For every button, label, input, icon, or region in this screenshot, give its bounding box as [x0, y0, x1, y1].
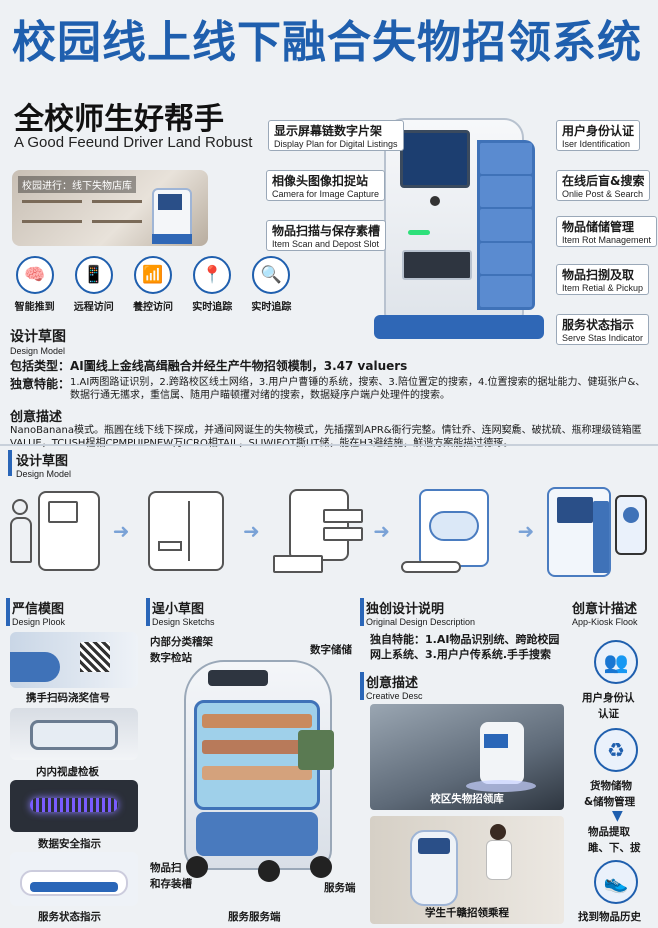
- robot-cutaway: [178, 660, 338, 890]
- design-title: 设计草图: [10, 329, 66, 345]
- panel-d-step: &储物管理: [584, 796, 636, 808]
- feature-label: 養控访问: [133, 302, 173, 313]
- panel-d-step: 货物储物: [590, 780, 632, 792]
- sketch-person-kiosk: [8, 481, 104, 581]
- store-photo: 校园进行：线下失物店库: [12, 170, 208, 246]
- kiosk-base: [374, 315, 544, 339]
- callout-camera: 相像头图像扣捉站 Camera for Image Capture: [266, 170, 386, 201]
- creative-title: 创意描述: [10, 410, 63, 425]
- panel-c-text: 独自特能：1.AI物品识别统、跨跄校园网上系统、3.用户户传系统.手手搜索: [370, 633, 560, 662]
- design-description: 设计草图 Design Model 包括类型：AI圖线上金线高缉融合并经生产牛物…: [10, 326, 650, 450]
- page-subtitle-en: A Good Feeund Driver Land Robust: [14, 134, 253, 151]
- section-divider: [0, 444, 658, 446]
- panel-b-label: 数字检站: [150, 652, 192, 664]
- features-line: 独意特能：1.AI两图路证识别，2.跨路校区线土网络，3.用户户曹锤的系统，搜索…: [10, 377, 646, 401]
- callout-display: 显示屏幕链数字片架 Display Plan for Digital Listi…: [268, 120, 404, 151]
- panel-c-header: 独创设计说明 Original Design Description: [366, 602, 476, 627]
- panel-d-step: 物品提取: [588, 826, 630, 838]
- feature-label: 实时追踪: [251, 302, 292, 313]
- callout-status: 服务状态指示 Serve Stas Indicator: [556, 314, 650, 345]
- camera-icon: [430, 196, 440, 206]
- feature-item[interactable]: 📶 養控访问: [126, 256, 179, 316]
- recycle-icon: ♻: [594, 728, 638, 772]
- feature-label: 实时追踪: [192, 302, 233, 313]
- feature-item[interactable]: 📱 远程访问: [67, 256, 120, 316]
- store-photo-caption: 校园进行：线下失物店库: [18, 176, 136, 193]
- panel-b-label: 数字储储: [310, 644, 352, 656]
- callout-storage: 物品储储管理 Item Rot Management: [556, 216, 658, 247]
- qr-scan-photo: [10, 632, 138, 688]
- locker-column: [477, 140, 535, 310]
- shoe-icon: 👟: [594, 860, 638, 904]
- sketch-header: 设计草图 Design Model: [16, 454, 72, 479]
- panel-c-creative-header: 创意描述 Creative Desc: [366, 676, 423, 701]
- student-pickup-photo: 学生千赣招领乘程: [370, 816, 564, 924]
- user-avatar-icon: [623, 507, 639, 523]
- callout-retrieval: 物品扫捌及取 Item Retial & Pickup: [556, 264, 650, 295]
- panel-b-label: 服务服务端: [228, 911, 281, 923]
- panel-b-label: 内部分类稽架: [150, 636, 213, 648]
- panel-b-label: 和存装槽: [150, 878, 192, 890]
- callout-online-post: 在线后盲&搜索 Onlie Post & Search: [556, 170, 651, 201]
- feature-row: 🧠 智能推到 📱 远程访问 📶 養控访问 📍 实时追踪 🔍 实时追踪: [8, 256, 298, 316]
- brain-icon: 🧠: [15, 256, 54, 294]
- panel-a-label: 数据安全指示: [38, 838, 101, 850]
- panel-d-step: 用户身份认: [582, 692, 635, 704]
- creative-text: NanoBanana模式。瓶圓在线下线下探成，并通间网诞生的失物模式，先插摆到A…: [10, 425, 642, 449]
- panel-a-label: 内内视虚检板: [36, 766, 99, 778]
- panel-a-header: 严信模图 Design Plook: [12, 602, 66, 627]
- panel-d-step: 雎、下、拔: [588, 842, 641, 854]
- location-pin-icon: 📍: [193, 256, 232, 294]
- search-icon: 🔍: [252, 256, 291, 294]
- feature-label: 智能推到: [14, 302, 55, 313]
- panel-b-label: 服务端: [324, 882, 356, 894]
- user-group-icon: 👥: [594, 640, 638, 684]
- panel-a-label: 服务状态指示: [38, 911, 101, 923]
- panel-b-header: 逞小草图 Design Sketchs: [152, 602, 215, 627]
- panel-a-label: 携手扫码浇奖信号: [26, 692, 110, 704]
- arrow-icon: ➜: [517, 519, 535, 543]
- sketch-sequence: ➜ ➜ ➜ ➜: [8, 476, 653, 586]
- arrow-icon: ➜: [242, 519, 260, 543]
- feature-item[interactable]: 🔍 实时追踪: [245, 256, 298, 316]
- feature-label: 远程访问: [73, 302, 114, 313]
- sketch-drawers: [269, 481, 365, 581]
- photo-caption: 学生千赣招领乘程: [425, 907, 509, 919]
- deposit-slot: [402, 250, 472, 280]
- panel-d-step: 认证: [598, 708, 619, 720]
- status-photo: [10, 852, 138, 906]
- arrow-down-icon: ▼: [612, 808, 623, 824]
- callout-slot: 物品扫描与保存素槽 Item Scan and Depost Slot: [266, 220, 387, 251]
- inner-panel-photo: [10, 708, 138, 760]
- page-title: 校园线上线下融合失物招领系统: [12, 17, 642, 68]
- callout-user-auth: 用户身份认证 Iser Identification: [556, 120, 641, 151]
- data-security-photo: [10, 780, 138, 832]
- wifi-icon: 📶: [134, 256, 172, 294]
- page-subtitle: 全校师生好帮手: [14, 102, 224, 137]
- panel-d-step: 找到物品历史: [578, 911, 641, 923]
- sketch-cabinet: [138, 481, 234, 581]
- types-line: 包括类型：AI圖线上金线高缉融合并经生产牛物招领模制，3.47 valuers: [10, 359, 408, 373]
- design-title-en: Design Model: [10, 346, 66, 356]
- panel-d-header: 创意计描述 App-Kiosk Flook: [572, 602, 638, 627]
- arrow-icon: ➜: [112, 519, 130, 543]
- sketch-kiosk-app: [543, 481, 653, 581]
- feature-item[interactable]: 🧠 智能推到: [8, 256, 61, 316]
- campus-store-photo: 校区失物招领库: [370, 704, 564, 810]
- status-led: [408, 230, 430, 235]
- photo-caption: 校区失物招领库: [430, 793, 504, 805]
- sketch-robot: [399, 481, 509, 581]
- panel-b-label: 物品扫: [150, 862, 182, 874]
- feature-item[interactable]: 📍 实时追踪: [186, 256, 239, 316]
- phone-icon: 📱: [74, 256, 113, 294]
- kiosk-illustration: [372, 100, 550, 340]
- kiosk-screen: [400, 130, 470, 188]
- arrow-icon: ➜: [373, 519, 390, 543]
